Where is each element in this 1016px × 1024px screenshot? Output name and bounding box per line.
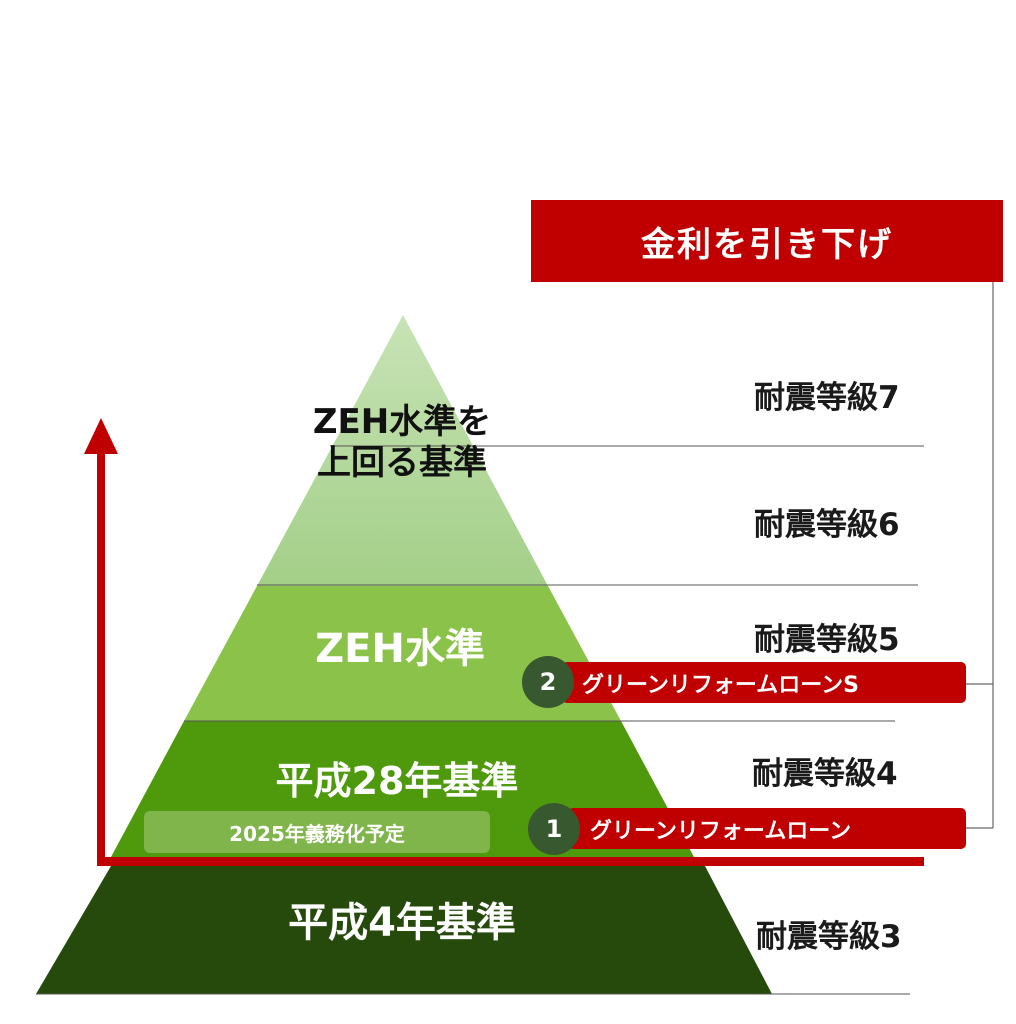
mandate-note-badge: 2025年義務化予定 (144, 811, 490, 853)
loan-bar-green-reform-s: グリーンリフォームローンS (562, 662, 966, 703)
up-arrow-icon (84, 418, 118, 454)
tier-zeh-plus (257, 315, 548, 586)
tier-h4 (36, 866, 772, 994)
loan-label: グリーンリフォームローンS (582, 672, 859, 698)
loan-label: グリーンリフォームローン (590, 818, 852, 844)
tier-zeh (184, 586, 621, 721)
vertical-arrow-shaft (97, 452, 105, 866)
rate-reduction-label: 金利を引き下げ (531, 200, 1003, 282)
seismic-grade-5: 耐震等級5 (754, 622, 900, 658)
loan-number-badge: 1 (528, 803, 580, 855)
level-label-zeh-plus: ZEH水準を 上回る基準 (292, 402, 512, 485)
level-label-zeh: ZEH水準 (315, 626, 485, 672)
loan-bar-green-reform: グリーンリフォームローン (568, 808, 966, 849)
seismic-grade-4: 耐震等級4 (752, 756, 898, 792)
seismic-grade-7: 耐震等級7 (754, 380, 900, 416)
level-label-line: ZEH水準を (312, 402, 492, 442)
seismic-grade-3: 耐震等級3 (756, 919, 902, 955)
level-label-h4: 平成4年基準 (288, 900, 516, 946)
level-label-line: 上回る基準 (317, 443, 487, 484)
seismic-grade-6: 耐震等級6 (754, 507, 900, 543)
horizontal-axis-bar (97, 857, 924, 866)
level-label-h28: 平成28年基準 (275, 759, 519, 803)
loan-number-badge: 2 (522, 656, 574, 708)
